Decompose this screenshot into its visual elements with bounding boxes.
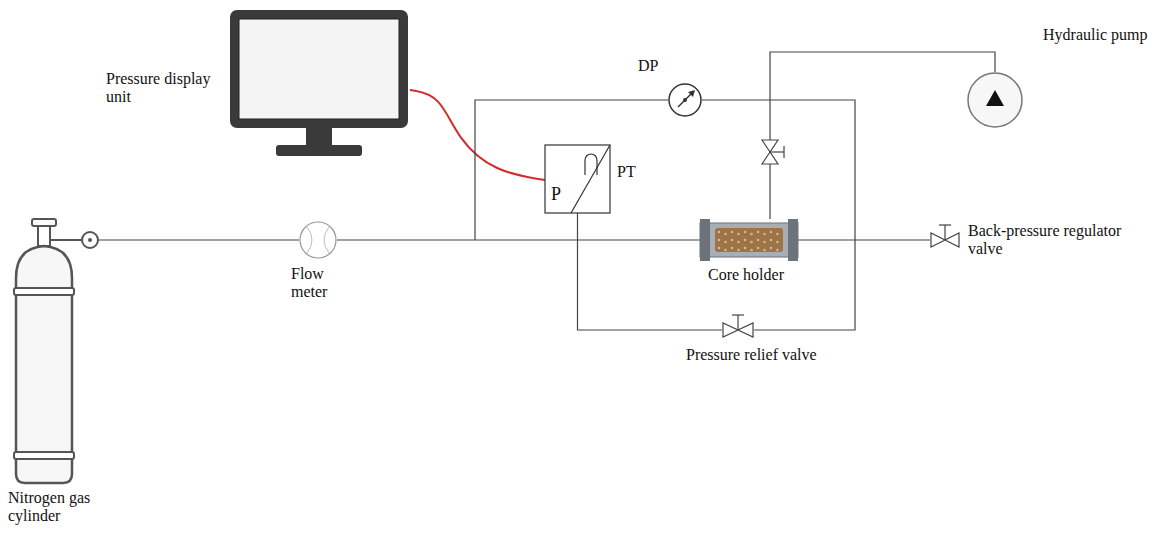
component-label: Flow meter [291, 265, 351, 300]
hydraulic-pump: Hydraulic pump [967, 72, 1023, 128]
component-label: Core holder [708, 266, 784, 284]
flow-meter: Flow meter [299, 221, 337, 259]
pipe-line [702, 100, 855, 330]
display-monitor: Pressure display unit [228, 8, 410, 160]
component-label: Nitrogen gas cylinder [8, 489, 128, 524]
pipe-line [98, 239, 299, 240]
pipe-line [337, 239, 700, 240]
component-label: Pressure relief valve [686, 346, 836, 364]
component-label: Pressure display unit [106, 70, 218, 105]
component-label: DP [638, 57, 658, 75]
core-holder: Core holder [700, 219, 798, 261]
component-label: Back-pressure regulator valve [968, 222, 1154, 257]
differential-pressure-gauge-symbol [668, 83, 702, 117]
core-holder-symbol [700, 219, 798, 261]
relief-valve-symbol [722, 320, 754, 340]
display-monitor-symbol [228, 8, 410, 160]
pipe-line [798, 239, 930, 240]
back-pressure-valve: Back-pressure regulator valve [930, 230, 960, 250]
gas-cylinder: Nitrogen gas cylinder [8, 206, 98, 484]
pipe-line [578, 213, 723, 330]
hydraulic-pump-symbol [967, 72, 1023, 128]
component-label: PT [617, 163, 636, 181]
pressure-transducer: PPT [545, 145, 610, 213]
flow-meter-symbol [299, 221, 337, 259]
component-label: Hydraulic pump [1043, 26, 1147, 44]
signal-cable [410, 90, 545, 180]
inlet-valve [762, 140, 784, 164]
gas-cylinder-symbol [8, 206, 98, 484]
bypass-line [475, 100, 668, 240]
component-label: P [551, 185, 561, 205]
pipe-line [770, 52, 995, 219]
differential-pressure-gauge: DP [668, 83, 702, 117]
back-pressure-valve-symbol [930, 230, 960, 250]
relief-valve: Pressure relief valve [722, 320, 754, 340]
